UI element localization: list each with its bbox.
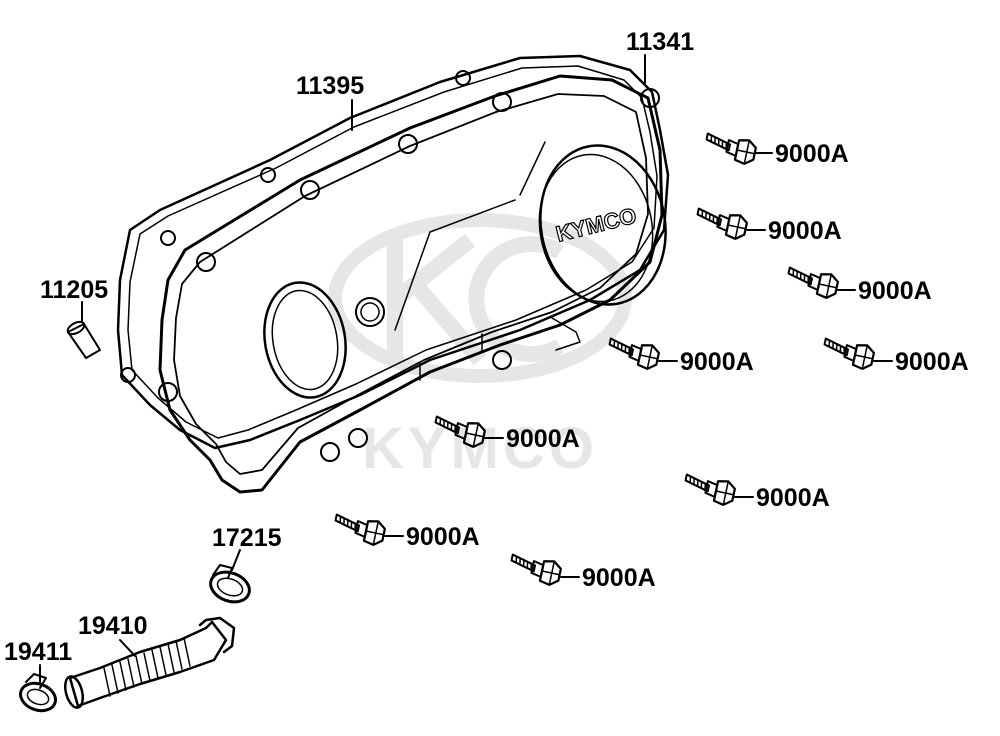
label-11341: 11341 [626, 28, 694, 56]
label-19411: 19411 [4, 638, 72, 666]
label-9000a-6: 9000A [506, 425, 580, 453]
label-9000a-8: 9000A [406, 523, 480, 551]
bolt-9000a-4 [605, 335, 662, 372]
label-17215: 17215 [212, 524, 282, 552]
part-labels: 11341 11395 11205 17215 19410 19411 9000… [4, 28, 969, 666]
bolt-9000a-7 [681, 471, 738, 508]
label-9000a-7: 9000A [756, 484, 830, 512]
label-11395: 11395 [296, 72, 364, 100]
label-9000a-9: 9000A [582, 564, 656, 592]
bolt-9000a-2 [693, 205, 750, 242]
bolt-9000a-3 [784, 264, 841, 301]
hose-clamp-17215 [209, 564, 251, 604]
dowel-pin-11205 [66, 320, 101, 359]
bolt-9000a-5 [820, 335, 877, 372]
label-9000a-3: 9000A [858, 277, 932, 305]
label-9000a-1: 9000A [775, 140, 849, 168]
label-11205: 11205 [40, 276, 108, 304]
label-9000a-2: 9000A [768, 217, 842, 245]
leader-lines [39, 54, 646, 685]
hose-clamp-19411 [19, 673, 57, 713]
label-9000a-5: 9000A [895, 348, 969, 376]
label-19410: 19410 [78, 612, 148, 640]
bolt-9000a-8 [331, 511, 388, 548]
bolt-9000a-1 [702, 130, 759, 167]
label-9000a-4: 9000A [680, 348, 754, 376]
air-duct-hose-19410 [63, 616, 236, 709]
watermark-logo: KYMCO [328, 213, 632, 481]
bolt-9000a-9 [507, 551, 564, 588]
gasket-11395 [116, 54, 670, 450]
cover-logo-text: KYMCO [553, 203, 639, 247]
